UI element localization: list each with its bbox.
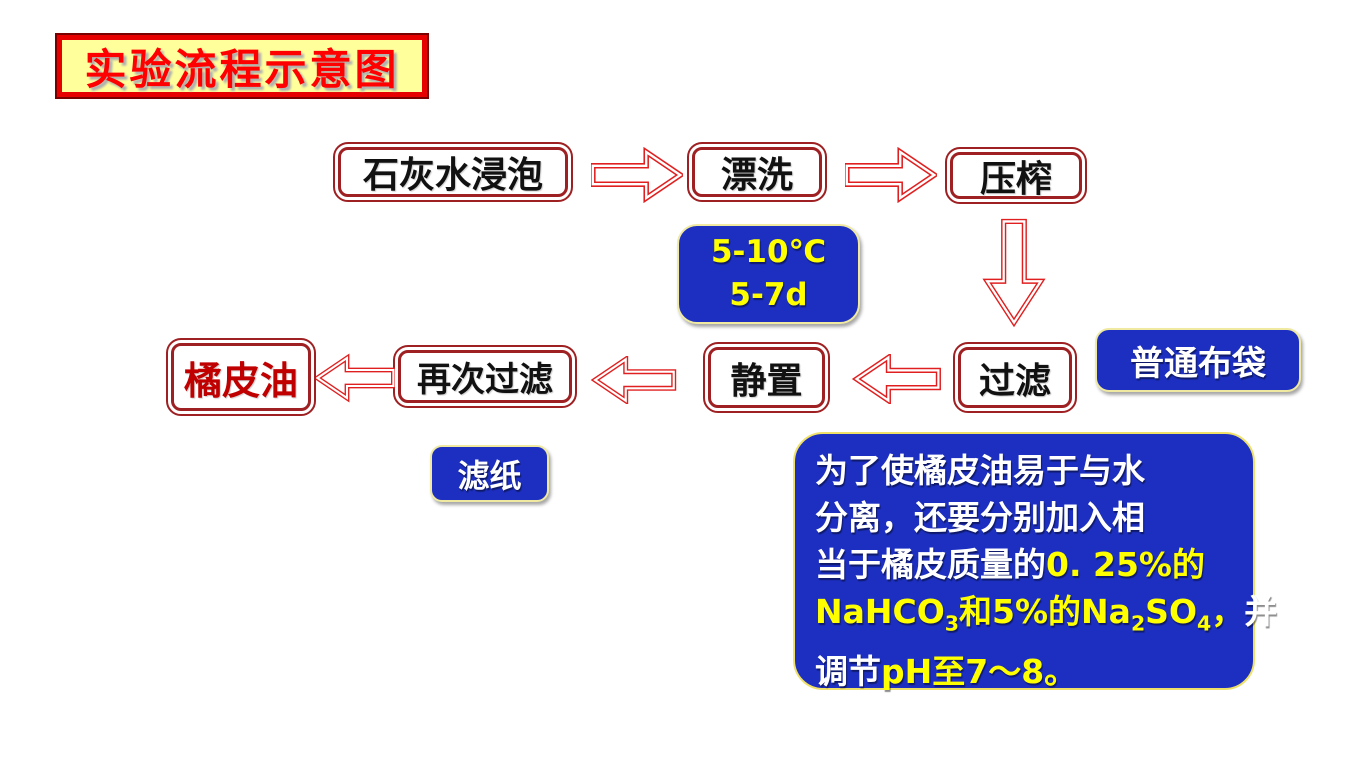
page-title: 实验流程示意图 [55,33,429,99]
cloth-bag-callout: 普通布袋 [1095,328,1301,392]
note-line: 为了使橘皮油易于与水 [815,451,1145,490]
temperature-callout: 5-10℃ 5-7d [677,224,860,324]
flow-arrow-left-icon [851,354,941,404]
process-box-refilter: 再次过滤 [393,345,577,408]
note-line: 分离，还要分别加入相 [815,498,1145,537]
note-callout: 为了使橘皮油易于与水 分离，还要分别加入相 当于橘皮质量的0. 25%的 NaH… [793,432,1278,691]
note-line: 当于橘皮质量的0. 25%的 [815,545,1205,584]
flow-arrow-left-icon [315,353,395,403]
result-box-orange-peel-oil: 橘皮油 [166,338,316,416]
temperature-line2: 5-7d [729,277,808,313]
process-label-refilter: 再次过滤 [398,350,572,403]
flow-arrow-left-icon [590,356,677,404]
process-box-filter: 过滤 [953,342,1077,413]
result-label-orange-peel-oil: 橘皮油 [171,343,311,411]
flow-arrow-down-icon [982,218,1046,328]
process-label-filter: 过滤 [958,347,1072,408]
process-label-settle: 静置 [708,347,825,408]
process-box-rinse: 漂洗 [687,142,827,202]
temperature-line1: 5-10℃ [710,233,827,270]
process-label-lime-soak: 石灰水浸泡 [338,147,568,197]
process-box-settle: 静置 [703,342,830,413]
flow-arrow-right-icon [845,147,937,203]
process-label-rinse: 漂洗 [692,147,822,197]
note-line: 调节pH至7～8。 [815,651,1078,691]
process-box-lime-soak: 石灰水浸泡 [333,142,573,202]
note-line: NaHCO3和5%的Na2SO4，并 [815,592,1278,636]
flow-arrow-right-icon [591,147,683,203]
filter-paper-callout: 滤纸 [430,445,549,502]
process-box-press: 压榨 [945,147,1087,204]
process-label-press: 压榨 [950,152,1082,200]
